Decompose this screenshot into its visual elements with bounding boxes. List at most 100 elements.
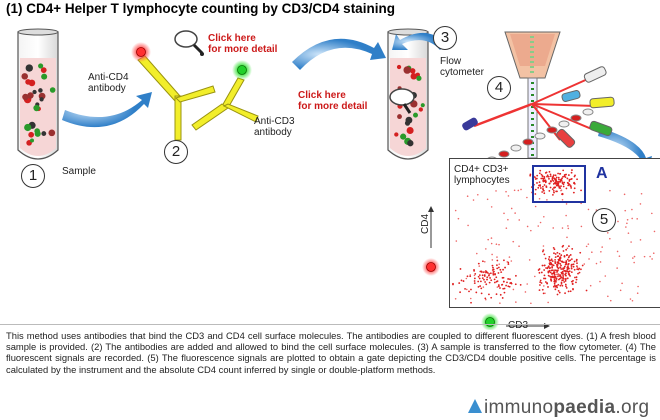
- event-dot: [559, 263, 562, 265]
- event-dot: [567, 225, 569, 227]
- event-dot: [565, 286, 568, 289]
- event-dot: [570, 185, 572, 188]
- more-detail-link-2[interactable]: Click here for more detail: [298, 90, 368, 112]
- event-dot: [469, 275, 472, 278]
- event-dot: [539, 281, 542, 284]
- event-dot: [617, 220, 619, 223]
- event-dot: [548, 182, 551, 185]
- event-dot: [546, 174, 549, 177]
- event-dot: [559, 284, 562, 287]
- event-dot: [454, 297, 457, 300]
- event-dot: [565, 248, 568, 251]
- blood-cell: [41, 73, 48, 80]
- event-dot: [566, 247, 569, 250]
- event-dot: [568, 245, 570, 248]
- flow-cytometer-label: Flow cytometer: [440, 56, 484, 78]
- event-dot: [631, 299, 634, 302]
- event-dot: [496, 280, 499, 283]
- event-dot: [537, 186, 540, 189]
- event-dot: [560, 254, 563, 257]
- event-dot: [551, 260, 554, 262]
- event-dot: [570, 258, 573, 261]
- event-dot: [566, 181, 569, 184]
- event-dot: [508, 285, 511, 288]
- event-dot: [571, 169, 573, 171]
- blood-cell: [38, 63, 44, 69]
- event-dot: [480, 287, 483, 290]
- event-dot: [626, 218, 629, 221]
- event-dot: [543, 277, 545, 280]
- event-dot: [565, 187, 568, 190]
- event-dot: [565, 254, 568, 257]
- event-dot: [510, 207, 513, 210]
- more-detail-link-1[interactable]: Click here for more detail: [208, 33, 278, 55]
- event-dot: [513, 189, 516, 192]
- event-dot: [570, 178, 573, 180]
- event-dot: [575, 281, 577, 284]
- event-dot: [496, 256, 498, 258]
- event-dot: [561, 279, 564, 282]
- event-dot: [498, 263, 501, 266]
- event-dot: [551, 264, 554, 266]
- event-dot: [559, 173, 561, 175]
- event-dot: [567, 290, 570, 293]
- blood-cell: [25, 64, 33, 72]
- event-dot: [564, 283, 567, 286]
- cd4-cd3-gate: [532, 165, 586, 203]
- event-dot: [567, 227, 570, 230]
- event-dot: [564, 270, 567, 273]
- event-dot: [455, 240, 458, 242]
- event-dot: [567, 272, 570, 275]
- event-dot: [556, 251, 559, 254]
- event-dot: [481, 274, 484, 277]
- event-dot: [490, 237, 493, 239]
- event-dot: [489, 272, 492, 275]
- magnifier-icon[interactable]: [172, 28, 206, 61]
- event-dot: [550, 262, 553, 265]
- event-dot: [518, 219, 521, 221]
- event-dot: [562, 169, 565, 172]
- event-dot: [482, 286, 485, 288]
- event-dot: [566, 258, 569, 261]
- event-dot: [562, 268, 565, 270]
- event-dot: [469, 274, 472, 276]
- blood-cell: [48, 129, 56, 137]
- event-dot: [465, 288, 468, 291]
- flow-cytometer: [504, 31, 561, 159]
- event-dot: [560, 189, 562, 192]
- blood-cells-tube-1: [21, 63, 56, 146]
- event-dot: [528, 259, 531, 261]
- event-dot: [561, 270, 564, 273]
- event-dot: [609, 237, 611, 240]
- event-dot: [567, 184, 570, 187]
- logo-icon: [468, 398, 482, 413]
- event-dot: [570, 265, 573, 268]
- event-dot: [560, 185, 562, 187]
- event-dot: [580, 189, 582, 192]
- gate-letter: A: [596, 165, 608, 182]
- event-dot: [574, 276, 576, 279]
- event-dot: [476, 193, 479, 196]
- event-dot: [568, 270, 571, 273]
- event-dot: [564, 261, 567, 264]
- anti-cd4-antibody: [137, 55, 216, 141]
- blood-cell: [413, 112, 418, 118]
- event-dot: [552, 246, 555, 249]
- event-dot: [548, 190, 551, 192]
- event-dot: [577, 272, 579, 275]
- event-dot: [515, 301, 517, 303]
- event-dot: [548, 177, 550, 180]
- event-dot: [526, 196, 528, 199]
- event-dot: [499, 293, 502, 296]
- event-dot: [556, 293, 559, 296]
- event-dot: [503, 287, 506, 290]
- magnifier-icon[interactable]: [384, 86, 418, 121]
- event-dot: [543, 215, 545, 218]
- event-dot: [544, 179, 547, 182]
- event-dot: [581, 264, 584, 267]
- event-dot: [541, 174, 544, 177]
- event-dot: [534, 275, 536, 278]
- step-1: 1: [21, 164, 45, 188]
- event-dot: [538, 181, 541, 184]
- event-dot: [542, 179, 545, 182]
